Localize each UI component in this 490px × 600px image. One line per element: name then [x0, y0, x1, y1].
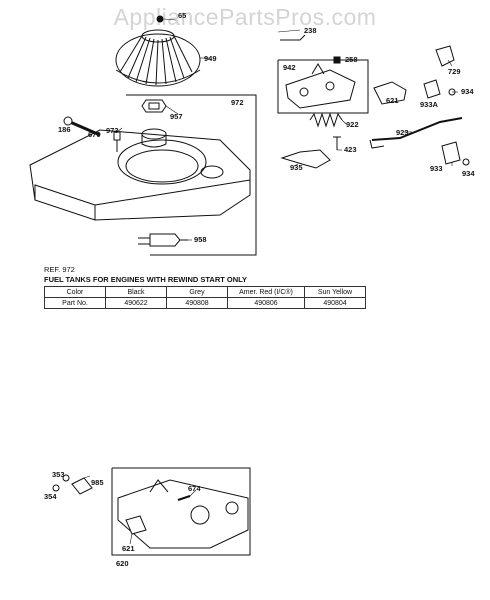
part-label-935: 935	[290, 163, 303, 172]
part-label-621-upper: 621	[386, 96, 399, 105]
part-label-238: 238	[304, 26, 317, 35]
part-label-729: 729	[448, 67, 461, 76]
part-label-973: 973	[106, 126, 119, 135]
table-header-cell: Black	[105, 286, 167, 298]
part-label-670: 670	[88, 130, 101, 139]
part-label-923: 923	[396, 128, 409, 137]
part-label-957: 957	[170, 112, 183, 121]
table-header-cell: Amer. Red (I/C®)	[227, 286, 305, 298]
part-label-934-lower: 934	[462, 169, 475, 178]
governor-assembly-942-drawing	[277, 34, 470, 169]
control-bracket-620-drawing	[52, 467, 251, 556]
table-cell: Part No.	[44, 297, 106, 309]
part-label-958: 958	[194, 235, 207, 244]
part-label-985: 985	[91, 478, 104, 487]
part-label-674: 674	[188, 484, 201, 493]
table-cell: 490808	[166, 297, 228, 309]
part-label-934-upper: 934	[461, 87, 474, 96]
part-label-922: 922	[346, 120, 359, 129]
table-row: Part No. 490622 490808 490806 490804	[44, 297, 366, 309]
part-label-258: 258	[345, 55, 358, 64]
part-label-423: 423	[344, 145, 357, 154]
box-label-620: 620	[116, 559, 129, 568]
part-label-354: 354	[44, 492, 57, 501]
part-label-933A: 933A	[420, 100, 438, 109]
part-label-621-lower: 621	[122, 544, 135, 553]
fuel-tank-972-drawing	[29, 94, 257, 256]
table-ref-label: REF. 972	[44, 265, 75, 274]
part-label-933: 933	[430, 164, 443, 173]
table-header-row: Color Black Grey Amer. Red (I/C®) Sun Ye…	[44, 286, 366, 298]
table-header-cell: Sun Yellow	[304, 286, 366, 298]
box-label-972: 972	[231, 98, 244, 107]
table-caption: FUEL TANKS FOR ENGINES WITH REWIND START…	[44, 275, 248, 284]
part-label-353: 353	[52, 470, 65, 479]
fuel-cap-949-drawing	[115, 15, 201, 87]
table-cell: 490804	[304, 297, 366, 309]
part-label-949: 949	[204, 54, 217, 63]
fuel-tank-table: Color Black Grey Amer. Red (I/C®) Sun Ye…	[44, 286, 366, 309]
box-label-942: 942	[283, 63, 296, 72]
table-header-cell: Grey	[166, 286, 228, 298]
table-cell: 490806	[227, 297, 305, 309]
table-cell: 490622	[105, 297, 167, 309]
part-label-186: 186	[58, 125, 71, 134]
part-label-65: 65	[178, 11, 187, 20]
table-header-cell: Color	[44, 286, 106, 298]
